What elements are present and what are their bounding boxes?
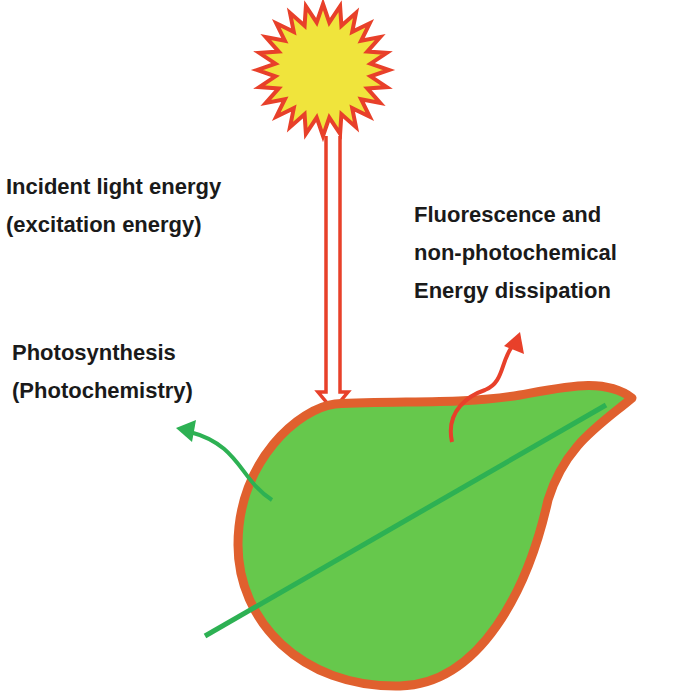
leaf xyxy=(238,386,632,686)
light-arrow xyxy=(318,136,348,410)
arrowhead xyxy=(176,420,196,442)
annotation-label: Incident light energy (excitation energy… xyxy=(6,168,268,244)
annotation-label: Photosynthesis (Photochemistry) xyxy=(12,334,262,410)
leaf-midrib xyxy=(205,405,606,636)
fluorescence-arrow xyxy=(451,344,514,442)
sun xyxy=(257,4,389,136)
annotation-label: Fluorescence and non-photochemical Energ… xyxy=(414,196,646,310)
photosynthesis-arrow xyxy=(190,432,272,500)
arrowhead xyxy=(504,332,524,354)
